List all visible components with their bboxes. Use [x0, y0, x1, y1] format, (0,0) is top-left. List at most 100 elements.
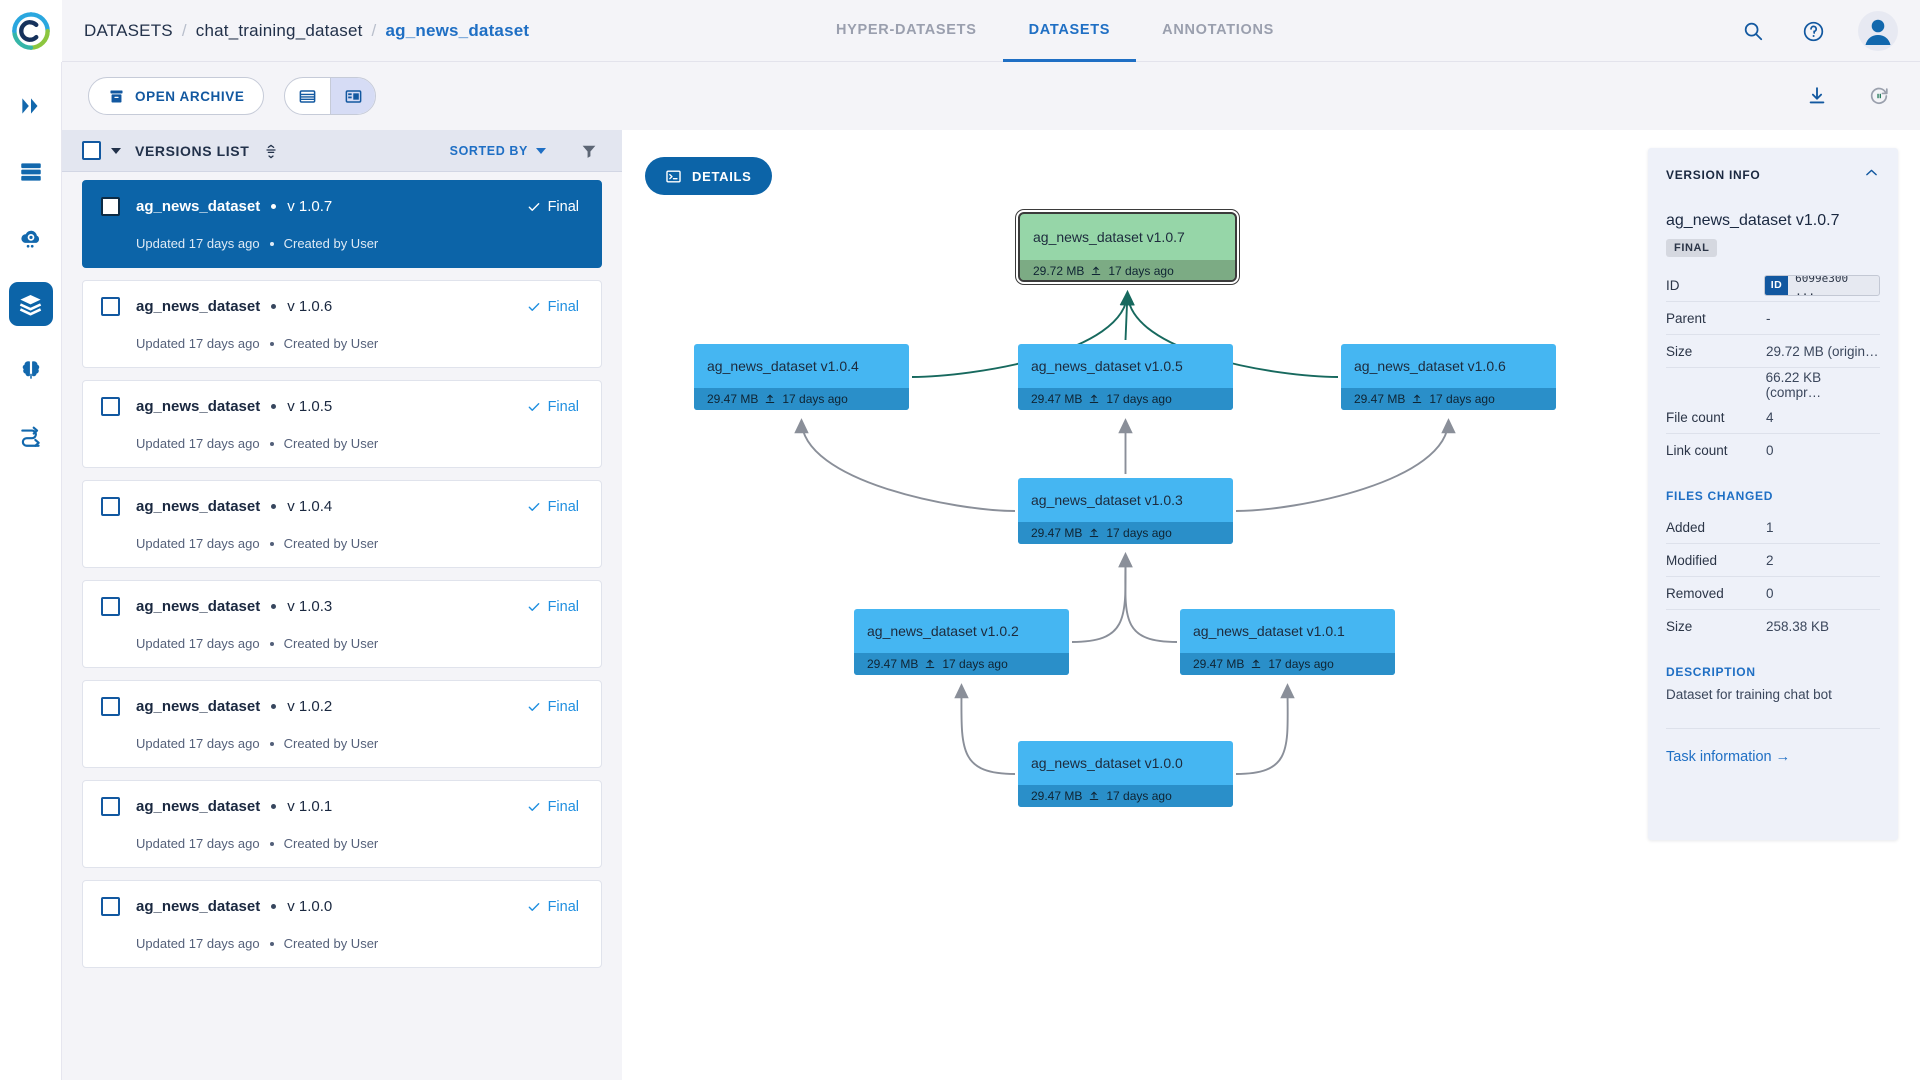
- sidebar-item-workers[interactable]: [9, 150, 53, 194]
- upload-icon: [1252, 659, 1261, 669]
- breadcrumb-item-2[interactable]: ag_news_dataset: [385, 20, 530, 40]
- node-title: ag_news_dataset v1.0.2: [867, 623, 1019, 639]
- node-size: 29.47 MB: [867, 657, 919, 671]
- breadcrumb-separator: /: [371, 20, 377, 40]
- sidebar-item-pipelines[interactable]: [9, 84, 53, 128]
- status-badge: Final: [527, 499, 579, 515]
- version-checkbox[interactable]: [101, 197, 120, 216]
- auto-refresh-icon[interactable]: [1864, 81, 1894, 111]
- creator-text: Created by User: [283, 836, 379, 851]
- sorted-by-dropdown[interactable]: SORTED BY: [450, 144, 546, 158]
- separator-dot: [271, 904, 277, 909]
- id-chip-value: 6099e300 ...: [1795, 274, 1849, 296]
- tab-hyper-datasets[interactable]: HYPER-DATASETS: [810, 0, 1003, 62]
- version-number: v 1.0.6: [287, 298, 333, 315]
- chevron-up-icon[interactable]: [1863, 164, 1880, 186]
- sidebar-item-models[interactable]: [9, 348, 53, 392]
- upload-icon: [926, 659, 935, 669]
- status-label: Final: [547, 498, 579, 515]
- breadcrumb-item-0[interactable]: DATASETS: [84, 20, 173, 40]
- status-label: Final: [547, 398, 579, 415]
- version-checkbox[interactable]: [101, 297, 120, 316]
- app-logo[interactable]: [0, 0, 62, 62]
- avatar[interactable]: [1858, 11, 1898, 51]
- tab-datasets[interactable]: DATASETS: [1002, 0, 1137, 62]
- select-all-checkbox[interactable]: [82, 141, 101, 160]
- upload-icon: [1090, 394, 1099, 404]
- chevron-down-icon[interactable]: [111, 147, 121, 154]
- upload-icon: [766, 394, 775, 404]
- split-view-icon: [345, 89, 362, 103]
- breadcrumb-item-1[interactable]: chat_training_dataset: [195, 20, 363, 40]
- info-key: Parent: [1666, 310, 1706, 326]
- check-icon: [528, 702, 539, 711]
- sidebar-item-orchestration[interactable]: [9, 216, 53, 260]
- updated-text: Updated 17 days ago: [136, 636, 260, 651]
- info-row: Parent-: [1666, 302, 1880, 335]
- version-dataset-name: ag_news_dataset: [136, 898, 261, 915]
- node-age: 17 days ago: [782, 392, 848, 406]
- version-checkbox[interactable]: [101, 897, 120, 916]
- content-toolbar: OPEN ARCHIVE: [62, 62, 1920, 130]
- sidebar-item-reports[interactable]: [9, 414, 53, 458]
- filter-icon[interactable]: [580, 142, 598, 160]
- version-number: v 1.0.0: [287, 898, 333, 915]
- separator-dot: [271, 504, 277, 509]
- open-archive-label: OPEN ARCHIVE: [135, 88, 245, 104]
- split-view-button[interactable]: [330, 78, 376, 114]
- version-checkbox[interactable]: [101, 397, 120, 416]
- sidebar-item-datasets[interactable]: [8, 282, 53, 326]
- version-checkbox[interactable]: [101, 597, 120, 616]
- version-checkbox[interactable]: [101, 497, 120, 516]
- tab-label: DATASETS: [1028, 21, 1111, 38]
- version-dataset-name: ag_news_dataset: [136, 198, 261, 215]
- version-info-header: VERSION INFO: [1666, 164, 1880, 186]
- info-value: 4: [1766, 409, 1774, 425]
- search-icon[interactable]: [1738, 16, 1768, 46]
- top-actions: [1738, 0, 1898, 62]
- download-icon[interactable]: [1802, 81, 1832, 111]
- upload-icon: [1092, 266, 1101, 276]
- user-icon: [1865, 19, 1891, 45]
- tab-annotations[interactable]: ANNOTATIONS: [1136, 0, 1300, 62]
- lineage-edge: [1118, 552, 1178, 643]
- details-button[interactable]: DETAILS: [645, 157, 772, 195]
- task-information-link[interactable]: Task information →: [1666, 749, 1791, 765]
- chevron-down-icon: [536, 147, 546, 154]
- files-changed-key: Added: [1666, 519, 1706, 535]
- version-checkbox[interactable]: [101, 697, 120, 716]
- version-dataset-name: ag_news_dataset: [136, 398, 261, 415]
- separator-dot: [269, 341, 274, 346]
- check-icon: [528, 802, 539, 811]
- sort-order-icon[interactable]: [263, 143, 279, 159]
- creator-text: Created by User: [283, 736, 379, 751]
- help-icon[interactable]: [1798, 16, 1828, 46]
- updated-text: Updated 17 days ago: [136, 236, 260, 251]
- version-checkbox[interactable]: [101, 797, 120, 816]
- open-archive-button[interactable]: OPEN ARCHIVE: [88, 77, 265, 115]
- table-view-button[interactable]: [285, 78, 330, 114]
- view-toggle-group: [284, 77, 377, 115]
- breadcrumb-separator: /: [181, 20, 187, 40]
